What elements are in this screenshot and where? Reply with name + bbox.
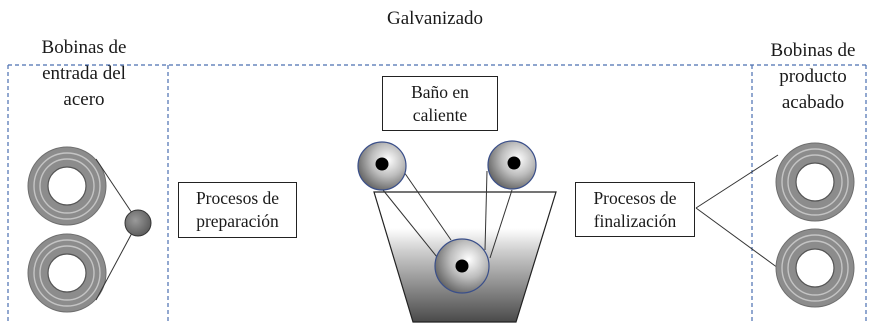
dashed-frame: [7, 64, 867, 323]
steel-coil-icon: [775, 142, 855, 222]
roller-icon: [357, 141, 407, 191]
hot-bath-label: Baño en caliente: [411, 81, 469, 125]
steel-coil-icon: [27, 233, 107, 313]
finishing-process-box: Procesos de finalización: [575, 182, 695, 237]
strip-line: [95, 232, 133, 301]
input-coils-label: Bobinas de entrada del acero: [41, 37, 127, 110]
steel-coil-icon: [27, 146, 107, 226]
preparation-process-box: Procesos de preparación: [178, 182, 297, 238]
finished-coils-label: Bobinas de producto acabado: [770, 40, 856, 113]
preparation-process-label: Procesos de preparación: [195, 188, 280, 231]
strip-line: [695, 154, 779, 209]
strip-line: [95, 158, 133, 214]
steel-coil-icon: [775, 228, 855, 308]
strip-line: [695, 207, 779, 269]
bath-strip: [382, 170, 513, 259]
finishing-process-label: Procesos de finalización: [593, 187, 677, 231]
roller-icon: [434, 238, 490, 294]
diagram-title: Galvanizado: [386, 8, 483, 29]
roller-icon: [124, 209, 152, 237]
roller-icon: [487, 140, 537, 190]
hot-bath-box: Baño en caliente: [382, 76, 498, 131]
